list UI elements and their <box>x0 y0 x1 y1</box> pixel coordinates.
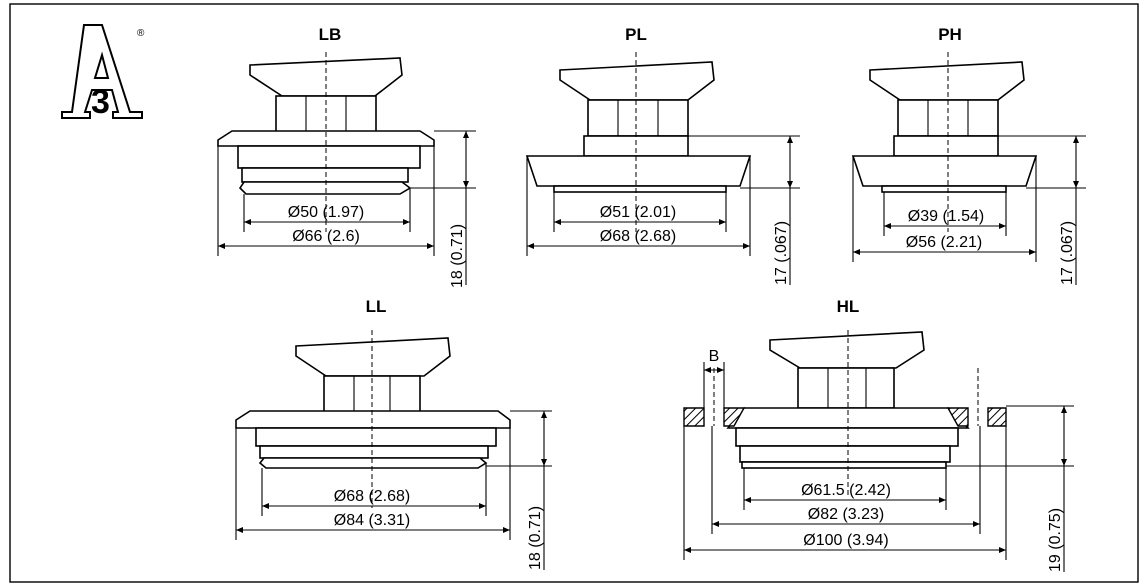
diagram-title-hl: HL <box>837 297 860 316</box>
dim-pl-height: 17 (.067) <box>773 221 790 285</box>
dim-lb-height: 18 (0.71) <box>449 224 466 288</box>
dim-ll-height: 18 (0.71) <box>527 506 544 570</box>
diagram-title-ll: LL <box>366 297 387 316</box>
dim-ph-outer-diameter: Ø56 (2.21) <box>906 234 982 251</box>
diagram-title-ph: PH <box>938 25 962 44</box>
diagram-pl: PL Ø51 (2.01) Ø68 (2.68) 17 (.067) <box>525 25 800 285</box>
brand-logo: 3 ® <box>61 24 145 121</box>
dim-pl-inner-diameter: Ø51 (2.01) <box>600 204 676 221</box>
diagram-title-pl: PL <box>625 25 647 44</box>
dim-ll-outer-diameter: Ø84 (3.31) <box>334 512 410 529</box>
dim-hl-outer-diameter: Ø100 (3.94) <box>803 532 888 549</box>
drawing-border <box>9 3 1139 583</box>
diagram-hl: HL B Ø61.5 (2.42) Ø82 (3.23) Ø100 <box>683 297 1074 572</box>
diagram-ph: PH Ø39 (1.54) Ø56 (2.21) 17 (.067) <box>851 25 1086 285</box>
logo-number: 3 <box>91 83 110 121</box>
dim-ph-height: 17 (.067) <box>1059 221 1076 285</box>
diagram-ll: LL Ø68 (2.68) Ø84 (3.31) 18 (0.71) <box>235 297 552 570</box>
dim-lb-outer-diameter: Ø66 (2.6) <box>292 228 360 245</box>
dim-hl-mid-diameter: Ø82 (3.23) <box>808 506 884 523</box>
diagram-lb: LB Ø50 (1.97) Ø66 (2.6) 18 (0.71) <box>217 25 476 288</box>
dim-lb-inner-diameter: Ø50 (1.97) <box>288 204 364 221</box>
dim-ph-inner-diameter: Ø39 (1.54) <box>908 208 984 225</box>
diagram-title-lb: LB <box>319 25 342 44</box>
dim-hl-inner-diameter: Ø61.5 (2.42) <box>801 482 891 499</box>
dim-ll-inner-diameter: Ø68 (2.68) <box>334 488 410 505</box>
logo-registered-mark: ® <box>137 28 145 39</box>
dim-hl-height: 19 (0.75) <box>1047 508 1064 572</box>
dim-hl-b-label: B <box>709 348 720 365</box>
dim-pl-outer-diameter: Ø68 (2.68) <box>600 228 676 245</box>
